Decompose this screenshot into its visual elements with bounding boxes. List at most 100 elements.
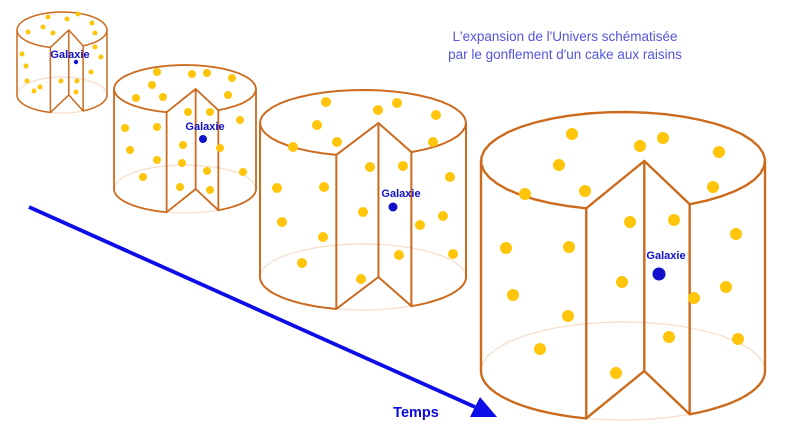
cake-wedge-bottom <box>585 369 691 420</box>
raisin-dot <box>178 159 186 167</box>
raisin-dot <box>707 181 719 193</box>
cake-bottom-rim <box>259 276 338 310</box>
raisin-dot <box>534 343 546 355</box>
cake-4 <box>479 110 767 421</box>
cake-bottom-rim <box>217 188 257 212</box>
raisin-dot <box>126 146 134 154</box>
title-line2: par le gonflement d'un cake aux raisins <box>448 46 682 62</box>
raisin-dot <box>553 159 565 171</box>
raisin-dot <box>519 188 531 200</box>
raisin-dot <box>153 123 161 131</box>
raisin-dot <box>732 333 744 345</box>
raisin-dot <box>720 281 732 293</box>
raisin-dot <box>98 54 104 60</box>
raisin-dot <box>206 108 214 116</box>
raisin-dot <box>663 331 675 343</box>
raisin-dot <box>332 137 342 147</box>
raisin-dot <box>657 132 669 144</box>
cake-bottom-rim <box>688 369 767 416</box>
raisin-dot <box>73 89 79 95</box>
galaxy-dot <box>652 267 666 281</box>
cake-top-rim <box>480 110 767 210</box>
cake-top-rim <box>259 89 467 156</box>
raisin-dot <box>616 276 628 288</box>
raisin-dot <box>448 249 458 259</box>
raisin-dot <box>74 78 80 84</box>
raisin-dot <box>153 68 161 76</box>
raisin-dot <box>431 110 441 120</box>
raisin-dot <box>312 120 322 130</box>
cake-wedge-bottom <box>165 188 220 214</box>
raisin-dot <box>438 211 448 221</box>
raisin-dot <box>428 137 438 147</box>
raisin-dot <box>92 44 98 50</box>
raisin-dot <box>121 124 129 132</box>
raisin-dot <box>37 84 43 90</box>
raisin-dot <box>203 167 211 175</box>
raisin-dot <box>288 142 298 152</box>
cake-bottom-rim <box>479 369 588 420</box>
raisin-dot <box>562 310 574 322</box>
raisin-dot <box>224 91 232 99</box>
raisin-dot <box>398 161 408 171</box>
raisin-dot <box>500 242 512 254</box>
galaxie-label-2: Galaxie <box>185 121 225 133</box>
raisin-dot <box>445 172 455 182</box>
cake-top-rim <box>16 11 108 49</box>
raisin-dot <box>318 232 328 242</box>
raisin-dot <box>713 146 725 158</box>
cake-2 <box>113 64 257 214</box>
cake-bottom-rim <box>410 276 467 308</box>
raisin-dot <box>277 217 287 227</box>
raisin-dot <box>297 258 307 268</box>
title-line1: L'expansion de l'Univers schématisée <box>452 29 678 44</box>
galaxie-label-1: Galaxie <box>50 49 90 61</box>
galaxie-label-4: Galaxie <box>646 250 686 262</box>
raisin-dot <box>188 70 196 78</box>
raisin-dot <box>610 367 622 379</box>
cake-1 <box>16 11 108 114</box>
raisin-dot <box>148 81 156 89</box>
raisin-dot <box>19 51 25 57</box>
raisin-dot <box>139 173 147 181</box>
galaxy-dot <box>199 135 207 143</box>
cake-wedge-top <box>585 159 691 210</box>
raisin-dot <box>184 108 192 116</box>
cake-wedge-top <box>335 122 413 156</box>
raisin-dot <box>688 292 700 304</box>
raisin-dot <box>239 168 247 176</box>
raisin-dot <box>566 128 578 140</box>
raisin-dot <box>24 78 30 84</box>
cake-top-rim <box>113 64 257 114</box>
cake-3 <box>259 89 467 311</box>
raisin-dot <box>272 183 282 193</box>
raisin-dot <box>730 228 742 240</box>
raisin-dot <box>507 289 519 301</box>
raisin-dot <box>563 241 575 253</box>
raisin-dot <box>179 141 187 149</box>
raisin-dot <box>624 216 636 228</box>
raisin-dot <box>668 214 680 226</box>
raisin-dot <box>132 94 140 102</box>
raisin-dot <box>365 162 375 172</box>
diagram-title: L'expansion de l'Univers schématisée par… <box>448 28 682 63</box>
cake-bottom-rim <box>82 94 108 112</box>
raisin-dot <box>153 156 161 164</box>
raisin-dot <box>40 24 46 30</box>
raisin-dot <box>228 74 236 82</box>
time-arrow <box>28 205 497 417</box>
raisin-dot <box>358 207 368 217</box>
time-arrow-head <box>470 397 497 417</box>
raisin-dot <box>92 30 98 36</box>
raisin-dot <box>319 182 329 192</box>
raisin-dot <box>45 14 51 20</box>
raisin-dot <box>216 144 224 152</box>
raisin-dot <box>392 98 402 108</box>
raisin-dot <box>236 116 244 124</box>
raisin-dot <box>89 20 95 26</box>
raisin-dot <box>373 105 383 115</box>
raisin-dot <box>159 93 167 101</box>
raisin-dot <box>579 185 591 197</box>
